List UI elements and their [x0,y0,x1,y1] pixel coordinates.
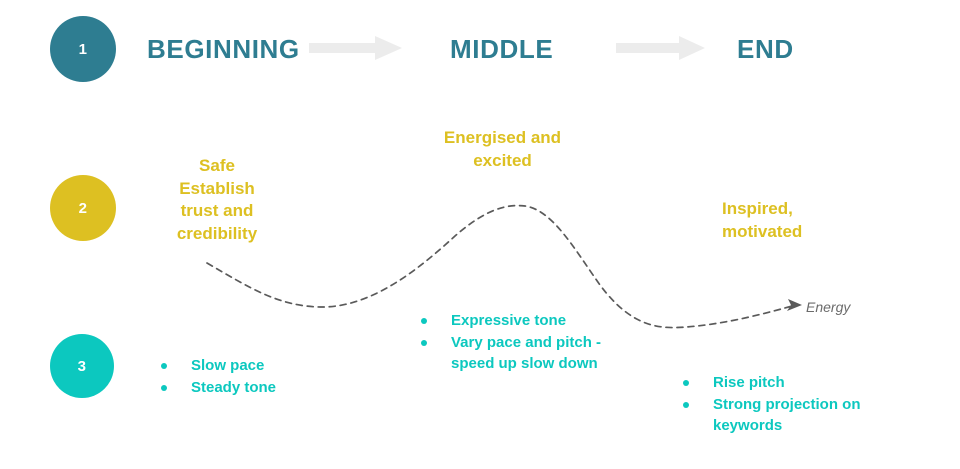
mood-text-middle: Energised and excited [443,128,562,170]
list-item: Vary pace and pitch - speed up slow down [421,333,631,374]
step-number-3: 3 [77,357,87,375]
technique-list-middle: Expressive tone Vary pace and pitch - sp… [421,311,631,376]
energy-curve-path [206,204,797,329]
list-item: Expressive tone [421,311,631,331]
mood-text-beginning: Safe Establish trust and credibility [176,156,258,243]
step-circle-3: 3 [50,334,114,398]
step-number-2: 2 [78,199,88,217]
list-item: Slow pace [161,356,351,376]
phase-label-middle: MIDDLE [450,34,554,64]
energy-curve-arrowhead [787,299,802,311]
step-circle-1: 1 [50,16,116,82]
arrow-right-icon-1 [309,36,402,60]
phase-label-beginning: BEGINNING [147,34,300,64]
phase-label-end: END [737,34,794,64]
step-number-1: 1 [78,40,88,58]
step-circle-2: 2 [50,175,116,241]
technique-list-end: Rise pitch Strong projection on keywords [683,373,913,438]
mood-text-end: Inspired, motivated [722,199,803,241]
technique-list-beginning: Slow pace Steady tone [161,356,351,401]
list-item: Strong projection on keywords [683,395,913,436]
energy-axis-label: Energy [806,299,851,315]
list-item: Rise pitch [683,373,913,393]
list-item: Steady tone [161,378,351,398]
arrow-right-icon-2 [616,36,705,60]
